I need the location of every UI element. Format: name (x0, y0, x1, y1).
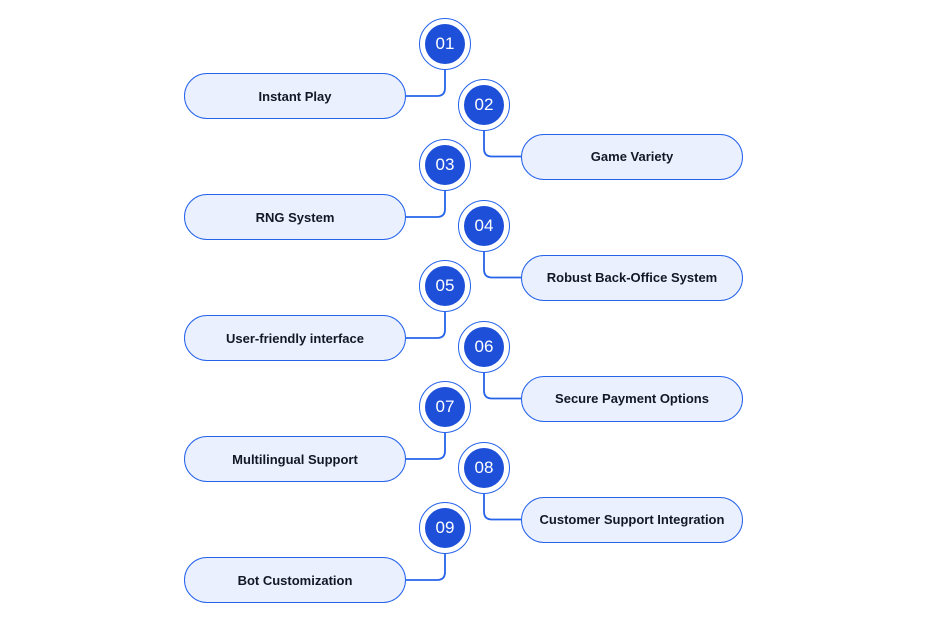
step-number: 06 (464, 326, 504, 367)
step-number: 08 (464, 447, 504, 488)
feature-label: Game Variety (521, 133, 743, 180)
feature-label: Multilingual Support (184, 436, 406, 482)
step-number-badge: 07 (419, 381, 471, 433)
step-number: 03 (425, 145, 465, 185)
feature-label: RNG System (184, 194, 406, 240)
step-number-badge: 05 (419, 260, 471, 312)
feature-label: User-friendly interface (184, 315, 406, 361)
step-number-badge: 03 (419, 139, 471, 191)
step-number: 01 (425, 24, 465, 64)
connector (483, 372, 521, 400)
step-number-badge: 09 (419, 502, 471, 554)
feature-label: Bot Customization (184, 557, 406, 603)
feature-label: Robust Back-Office System (521, 254, 743, 301)
step-number: 04 (464, 205, 504, 246)
connector (406, 312, 446, 339)
step-number: 02 (464, 84, 504, 125)
connector (483, 251, 521, 279)
step-number: 09 (425, 508, 465, 548)
step-number-badge: 06 (458, 320, 510, 373)
feature-label: Secure Payment Options (521, 375, 743, 422)
connector (406, 70, 446, 97)
connector (483, 130, 521, 158)
step-number-badge: 04 (458, 199, 510, 252)
step-number-badge: 02 (458, 78, 510, 131)
connector (406, 433, 446, 460)
step-number-badge: 08 (458, 441, 510, 494)
step-number: 05 (425, 266, 465, 306)
step-number-badge: 01 (419, 18, 471, 70)
feature-label: Customer Support Integration (521, 496, 743, 543)
connector (406, 554, 446, 581)
connector (406, 191, 446, 218)
feature-label: Instant Play (184, 73, 406, 119)
connector (483, 493, 521, 521)
step-number: 07 (425, 387, 465, 427)
